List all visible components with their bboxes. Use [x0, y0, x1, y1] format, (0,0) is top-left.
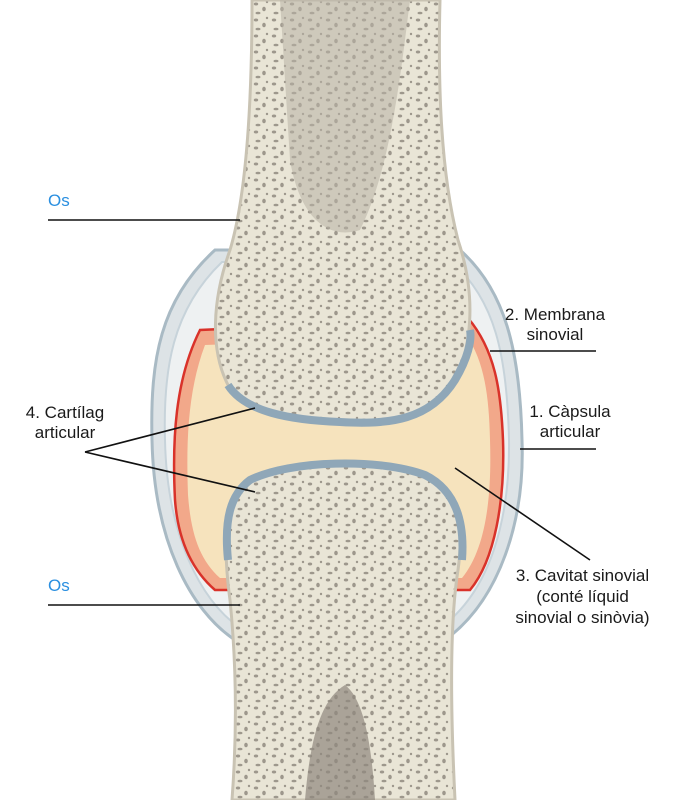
label-bone-bottom: Os: [48, 576, 70, 595]
articular-cartilage-lower: [222, 459, 467, 561]
label-line: 4. Cartílag: [25, 403, 105, 422]
label-line: sinovial o sinòvia): [515, 608, 650, 627]
label-line: sinovial: [526, 325, 584, 344]
label-synovial-cavity: 3. Cavitat sinovial (conté líquid sinovi…: [500, 565, 665, 628]
articular-cartilage-upper: [224, 329, 475, 427]
label-line: 2. Membrana: [504, 305, 606, 324]
label-line: 1. Càpsula: [529, 402, 611, 421]
label-line: 3. Cavitat sinovial: [515, 566, 650, 585]
label-line: articular: [34, 423, 96, 442]
label-synovial-membrane: 2. Membrana sinovial: [500, 305, 610, 345]
label-articular-cartilage: 4. Cartílag articular: [5, 403, 125, 443]
label-line: articular: [539, 422, 601, 441]
leader-lines: [48, 219, 596, 606]
label-bone-top: Os: [48, 191, 70, 210]
label-line: (conté líquid: [536, 587, 629, 606]
label-joint-capsule: 1. Càpsula articular: [520, 402, 620, 442]
